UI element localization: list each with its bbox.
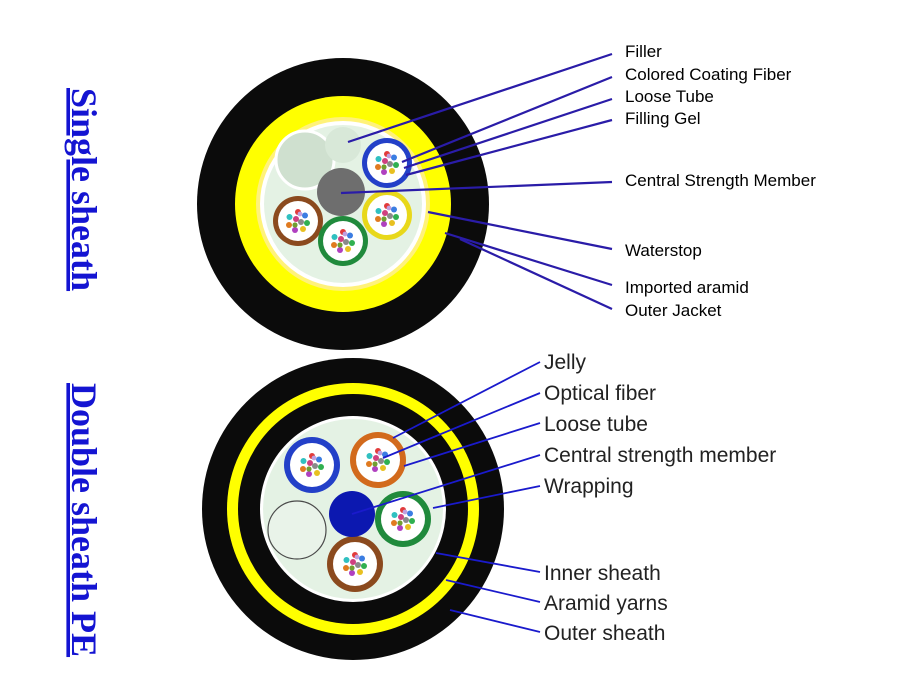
label-loose-tube: Loose Tube bbox=[625, 87, 714, 106]
label-loose-tube: Loose tube bbox=[544, 413, 648, 436]
filler-secondary bbox=[325, 127, 361, 163]
label-inner-sheath: Inner sheath bbox=[544, 562, 661, 585]
single-leader-lines bbox=[340, 52, 613, 310]
loose-tube-green bbox=[318, 216, 368, 266]
double-sheath-cable: Jelly Optical fiber Loose tube Central s… bbox=[202, 351, 776, 660]
label-imported-aramid: Imported aramid bbox=[625, 278, 749, 297]
label-jelly: Jelly bbox=[544, 351, 587, 374]
loose-tube-green bbox=[375, 491, 431, 547]
single-sheath-cable: Filler Colored Coating Fiber Loose Tube … bbox=[197, 42, 816, 350]
loose-tube-yellow bbox=[362, 190, 412, 240]
label-central-strength-member: Central Strength Member bbox=[625, 171, 816, 190]
double-sheath-title: Double sheath PE bbox=[64, 383, 104, 657]
loose-tube-blue bbox=[284, 437, 340, 493]
label-waterstop: Waterstop bbox=[625, 241, 702, 260]
double-leader-lines bbox=[351, 361, 541, 633]
filler-rod bbox=[267, 500, 327, 560]
loose-tube-brown bbox=[273, 196, 323, 246]
label-filler: Filler bbox=[625, 42, 662, 61]
label-aramid-yarns: Aramid yarns bbox=[544, 592, 668, 615]
loose-tube-brown bbox=[327, 536, 383, 592]
single-sheath-title: Single sheath bbox=[64, 88, 104, 291]
label-optical-fiber: Optical fiber bbox=[544, 382, 656, 405]
label-central-strength-member: Central strength member bbox=[544, 444, 776, 467]
label-colored-coating-fiber: Colored Coating Fiber bbox=[625, 65, 792, 84]
loose-tube-blue bbox=[362, 138, 412, 188]
label-filling-gel: Filling Gel bbox=[625, 109, 701, 128]
label-outer-jacket: Outer Jacket bbox=[625, 301, 722, 320]
label-wrapping: Wrapping bbox=[544, 475, 634, 498]
loose-tube-orange bbox=[350, 432, 406, 488]
label-outer-sheath: Outer sheath bbox=[544, 622, 665, 645]
